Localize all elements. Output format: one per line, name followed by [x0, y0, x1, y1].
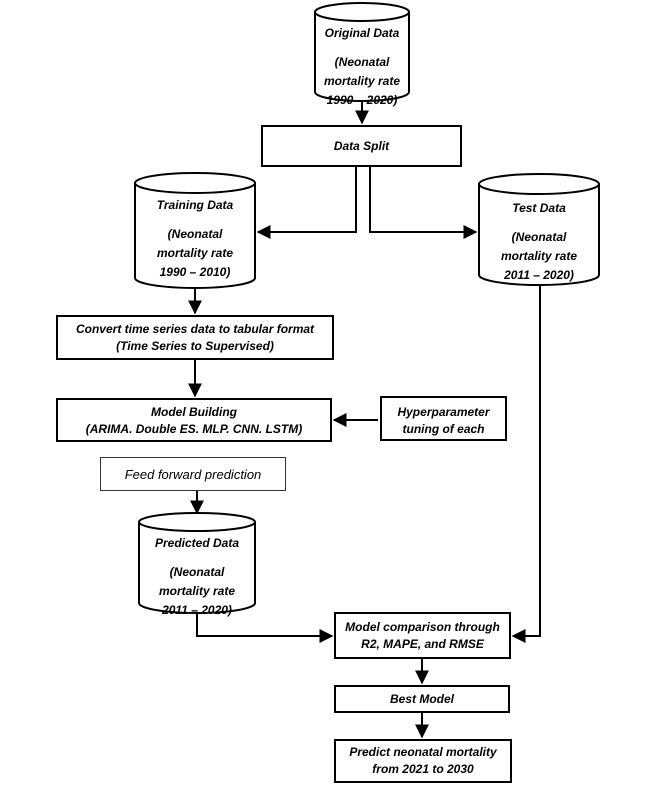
- predicted-data-cylinder: Predicted Data (Neonatal mortality rate …: [138, 512, 256, 617]
- convert-line-2: (Time Series to Supervised): [116, 338, 274, 353]
- database-cylinder-icon: [138, 512, 256, 614]
- model-comparison-box: Model comparison through R2, MAPE, and R…: [334, 612, 511, 659]
- predicted-data-line-2: mortality rate: [158, 584, 236, 598]
- comparison-line-2: R2, MAPE, and RMSE: [361, 636, 484, 651]
- original-data-text: Original Data (Neonatal mortality rate 1…: [314, 24, 410, 110]
- best-model-label: Best Model: [389, 691, 454, 706]
- test-data-line-1: (Neonatal: [511, 230, 567, 244]
- data-split-box: Data Split: [261, 125, 462, 167]
- hyperparameter-line-2: tuning of each: [402, 422, 485, 436]
- arrow-test-to-comparison: [511, 286, 541, 643]
- test-data-line-2: mortality rate: [500, 249, 578, 263]
- database-cylinder-icon: [478, 173, 600, 286]
- convert-line-1: Convert time series data to tabular form…: [75, 321, 315, 336]
- hyperparameter-box: Hyperparameter tuning of each: [380, 396, 507, 441]
- database-cylinder-icon: [134, 172, 256, 289]
- original-data-line-1: (Neonatal: [334, 55, 390, 69]
- test-data-title: Test Data: [512, 201, 566, 215]
- training-data-text: Training Data (Neonatal mortality rate 1…: [134, 196, 256, 282]
- predicted-data-line-1: (Neonatal: [169, 565, 225, 579]
- original-data-cylinder: Original Data (Neonatal mortality rate 1…: [314, 2, 410, 107]
- arrow-predicted-to-comparison: [196, 612, 334, 643]
- original-data-line-3: 1990 – 2020): [326, 93, 398, 107]
- database-cylinder-icon: [314, 2, 410, 102]
- training-data-line-1: (Neonatal: [167, 227, 223, 241]
- predicted-data-text: Predicted Data (Neonatal mortality rate …: [138, 534, 256, 620]
- original-data-title: Original Data: [324, 26, 400, 40]
- convert-format-box: Convert time series data to tabular form…: [56, 315, 334, 360]
- data-split-label: Data Split: [333, 138, 390, 153]
- best-model-box: Best Model: [334, 685, 510, 713]
- hyperparameter-line-1: Hyperparameter: [397, 405, 490, 419]
- training-data-line-3: 1990 – 2010): [159, 265, 231, 279]
- model-building-line-1: Model Building: [151, 405, 237, 419]
- predict-line-2: from 2021 to 2030: [372, 762, 474, 776]
- arrow-split-to-training: [256, 167, 357, 239]
- test-data-text: Test Data (Neonatal mortality rate 2011 …: [478, 199, 600, 285]
- model-building-box: Model Building (ARIMA. Double ES. MLP. C…: [56, 398, 332, 442]
- training-data-line-2: mortality rate: [156, 246, 234, 260]
- test-data-cylinder: Test Data (Neonatal mortality rate 2011 …: [478, 173, 600, 287]
- original-data-line-2: mortality rate: [323, 74, 401, 88]
- feed-forward-label: Feed forward prediction: [124, 466, 262, 482]
- arrow-split-to-test: [369, 167, 478, 239]
- predict-line-1: Predict neonatal mortality: [349, 745, 497, 759]
- predicted-data-title: Predicted Data: [154, 536, 240, 550]
- training-data-title: Training Data: [156, 198, 234, 212]
- model-building-line-2: (ARIMA. Double ES. MLP. CNN. LSTM): [85, 422, 303, 436]
- test-data-line-3: 2011 – 2020): [504, 268, 574, 282]
- training-data-cylinder: Training Data (Neonatal mortality rate 1…: [134, 172, 256, 290]
- feed-forward-box: Feed forward prediction: [100, 457, 286, 491]
- predicted-data-line-3: 2011 – 2020): [162, 603, 232, 617]
- predict-box: Predict neonatal mortality from 2021 to …: [334, 739, 512, 783]
- comparison-line-1: Model comparison through: [345, 619, 500, 634]
